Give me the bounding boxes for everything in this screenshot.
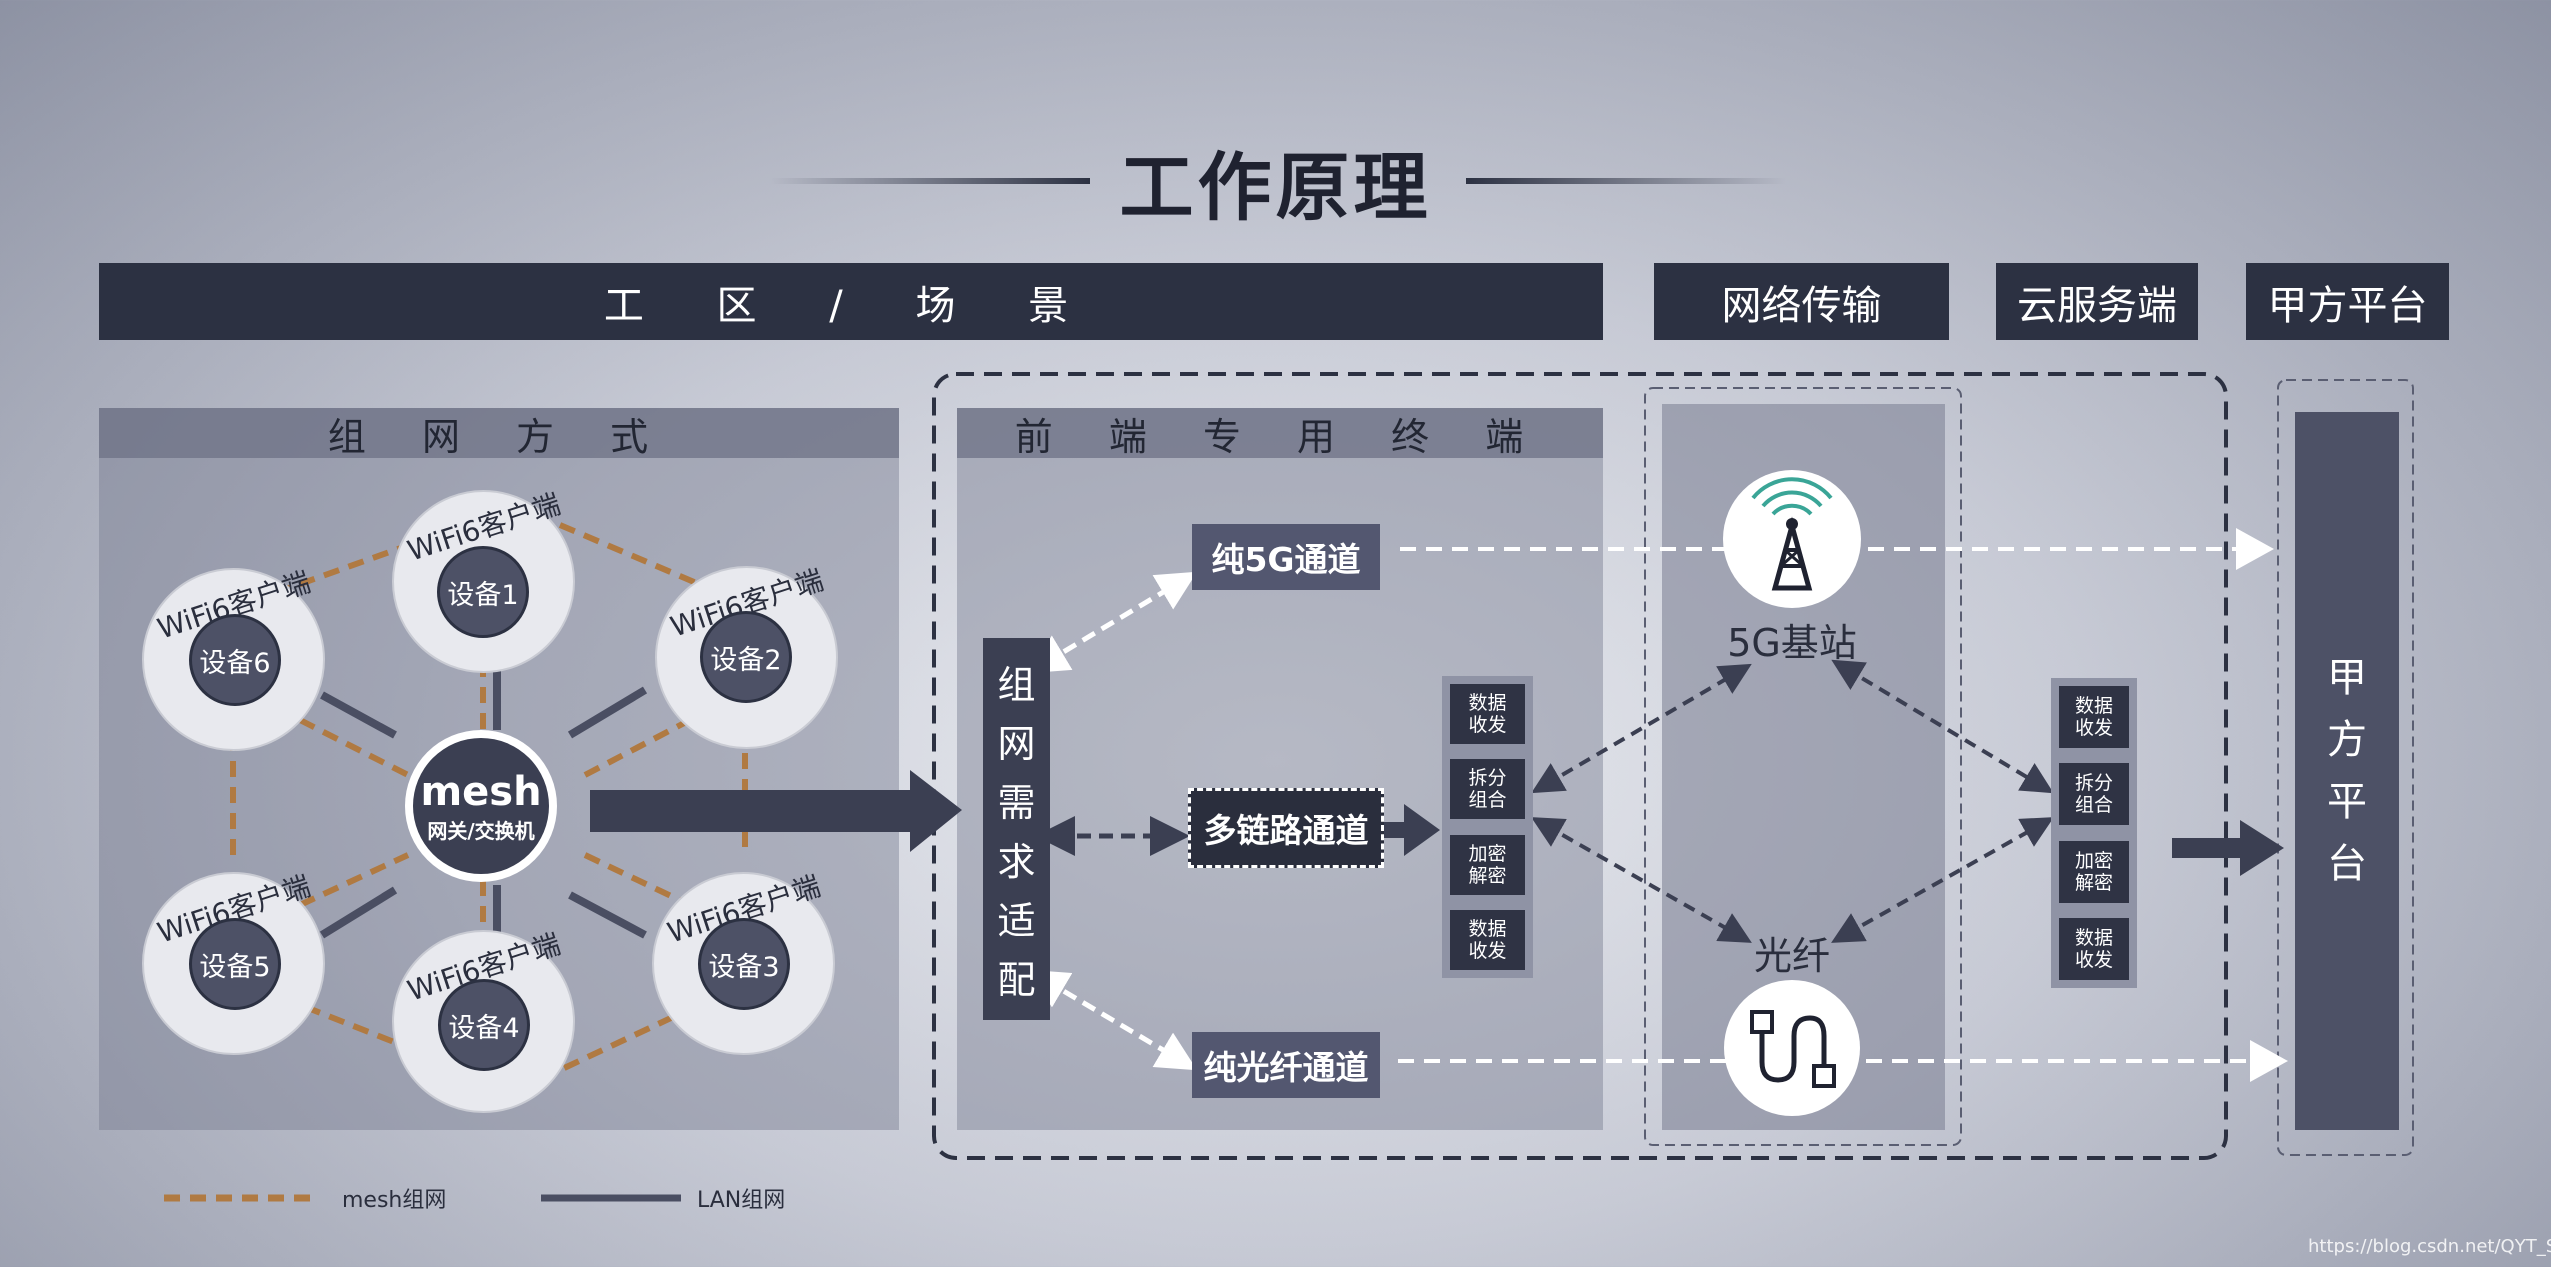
legend-mesh-label: mesh组网 — [342, 1188, 447, 1213]
fiber-cloud-arrow — [1831, 817, 2054, 943]
adapter-char-4: 求 — [997, 840, 1036, 884]
base-station-label: 5G基站 — [1727, 621, 1857, 665]
mesh-title: mesh — [420, 768, 542, 815]
5g-cloud-arrow — [1831, 659, 2054, 794]
client-platform: 甲 方 平 台 — [2295, 412, 2399, 1130]
header-scene: 工 区 / 场 景 — [99, 263, 1603, 340]
legend-mesh: mesh组网 — [164, 1182, 446, 1214]
legend-lan-label: LAN组网 — [697, 1188, 786, 1213]
mesh-to-frontend-arrow — [590, 770, 962, 852]
header-cloud: 云服务端 — [1996, 263, 2198, 340]
platform-char-1: 甲 — [2327, 655, 2367, 701]
frontend-dashed-frame — [932, 372, 2228, 1160]
fiber-label: 光纤 — [1753, 934, 1830, 978]
base-station-icon — [1751, 477, 1833, 591]
frontend-function-stack: 数据 收发 拆分 组合 加密 解密 数据 收发 — [1442, 676, 1533, 978]
adapter-char-6: 配 — [997, 958, 1036, 1002]
adapter-char-5: 适 — [997, 899, 1036, 943]
channel-multi-link: 多链路通道 — [1188, 788, 1384, 868]
adapter-5g-arrow — [1027, 571, 1198, 674]
frontend-stack-split-merge: 拆分 组合 — [1450, 759, 1525, 820]
legend-lan-swatch — [541, 1194, 681, 1202]
title-line-left — [770, 178, 1090, 184]
cloud-stack-data-io-2: 数据 收发 — [2059, 917, 2129, 980]
mesh-subtitle: 网关/交换机 — [427, 818, 535, 843]
cloud-stack-data-io-1: 数据 收发 — [2059, 686, 2129, 748]
channel-fiber: 纯光纤通道 — [1192, 1032, 1380, 1098]
fiber-arrowhead — [2250, 1040, 2288, 1082]
title-line-right — [1466, 178, 1786, 184]
device-1: 设备1 — [437, 546, 529, 638]
adapter-char-3: 需 — [997, 781, 1036, 825]
cloud-stack-encrypt-decrypt: 加密 解密 — [2059, 840, 2129, 903]
frontend-stack-encrypt-decrypt: 加密 解密 — [1450, 834, 1525, 895]
stack-fiber-arrow — [1531, 817, 1752, 943]
cloud-to-platform-arrow — [2172, 820, 2284, 876]
stack-5g-arrow — [1531, 663, 1752, 794]
frontend-heading: 前 端 专 用 终 端 — [957, 408, 1603, 459]
networking-heading: 组 网 方 式 — [99, 408, 899, 459]
mesh-gateway-inner: mesh 网关/交换机 — [413, 738, 549, 874]
header-client: 甲方平台 — [2246, 263, 2449, 340]
cloud-function-stack: 数据 收发 拆分 组合 加密 解密 数据 收发 — [2051, 678, 2137, 988]
watermark: https://blog.csdn.net/QYT_SMRZ — [2308, 1236, 2551, 1257]
cloud-stack-split-merge: 拆分 组合 — [2059, 763, 2129, 826]
legend-mesh-swatch — [164, 1194, 320, 1202]
device-2: 设备2 — [700, 611, 792, 703]
device-4: 设备4 — [438, 979, 530, 1071]
channel-5g: 纯5G通道 — [1192, 524, 1380, 590]
adapter-fiber-arrow — [1027, 969, 1198, 1071]
fiber-icon — [1750, 1010, 1836, 1088]
multi-to-stack-arrow — [1384, 804, 1440, 856]
adapter-char-1: 组 — [997, 663, 1036, 707]
5g-arrowhead — [2236, 528, 2274, 570]
adapter-char-2: 网 — [997, 722, 1036, 766]
platform-char-3: 平 — [2327, 779, 2367, 825]
device-6: 设备6 — [189, 614, 281, 706]
page-title: 工作原理 — [1119, 145, 1432, 231]
frontend-stack-data-io-1: 数据 收发 — [1450, 684, 1525, 744]
legend-lan: LAN组网 — [541, 1182, 785, 1214]
platform-char-2: 方 — [2327, 717, 2367, 763]
device-3: 设备3 — [698, 918, 790, 1010]
header-network: 网络传输 — [1654, 263, 1949, 340]
device-5: 设备5 — [189, 918, 281, 1010]
frontend-stack-data-io-2: 数据 收发 — [1450, 909, 1525, 970]
platform-char-4: 台 — [2327, 841, 2367, 887]
networking-adapter: 组 网 需 求 适 配 — [983, 638, 1050, 1020]
platform-dashed-frame — [2277, 379, 2414, 1156]
